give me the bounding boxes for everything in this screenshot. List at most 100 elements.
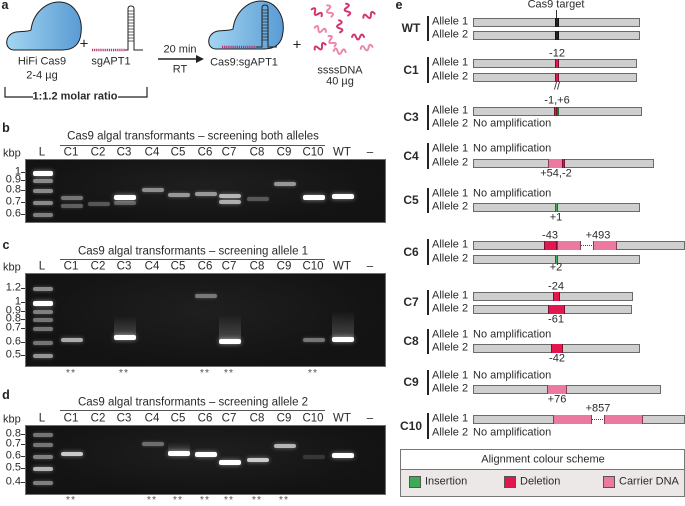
group-label-C1: C1 [403,63,419,77]
marker-label: 0.6 [5,335,21,348]
segment-deletion [562,158,565,168]
gel-band [303,338,325,343]
group-label-C9: C9 [403,375,419,389]
reaction-arrow-icon [158,55,204,63]
segment-target [555,17,559,27]
marker-label: 0.8 [5,427,21,440]
marker-tick [21,190,25,191]
panel-e-letter: e [395,0,403,12]
gel-band [33,433,53,437]
segment-target [555,30,559,40]
gel-band [33,467,53,471]
legend-header: Alignment colour scheme [401,450,684,470]
significance-stars: ** [278,493,290,506]
allele-bar [473,304,632,314]
gel-band [33,318,53,322]
lane-label-C2: C2 [90,146,106,159]
edit-annotation: -42 [549,352,565,365]
allele-label: Allele 2 [432,302,469,315]
gel-image [25,159,386,223]
marker-tick [21,355,25,356]
lane-label-C6: C6 [197,146,213,159]
gel-band [303,194,325,200]
allele-bar [473,202,640,212]
allele-bar [473,413,685,425]
edit-annotation: +54,-2 [540,167,572,180]
segment-insertion [557,106,559,116]
allele-label: Allele 1 [432,187,469,200]
gel-band [33,179,53,183]
lane-label-C3: C3 [116,260,132,273]
gel-band [33,341,53,345]
band-smear [219,315,241,342]
gel-band [332,336,354,342]
significance-stars: ** [307,366,319,379]
edit-annotation: -1,+6 [544,94,570,107]
segment-carrier [553,414,592,424]
lane-label-C1: C1 [63,146,79,159]
gel-band [33,170,53,176]
no-amplification-label: No amplification [473,142,552,155]
group-label-C6: C6 [403,245,419,259]
lane-label-C5: C5 [170,146,186,159]
legend-label: Insertion [425,475,468,488]
lane-label-C10: C10 [302,146,324,159]
significance-stars: ** [65,366,77,379]
gel-band [61,204,83,209]
lane-label-C9: C9 [276,146,292,159]
gel-band [274,444,296,449]
segment-insertion [555,254,558,264]
lane-label-C9: C9 [276,260,292,273]
edit-annotation: // [553,80,561,93]
lane-label-L: L [38,146,46,159]
gel-band [114,194,136,200]
group-label-C7: C7 [403,295,419,309]
lane-label-–: – [366,260,374,273]
marker-label: 0.8 [5,183,21,196]
gel-title-underline [60,410,325,411]
marker-tick [21,482,25,483]
group-label-C8: C8 [403,334,419,348]
cas9-amount: 2-4 µg [26,69,58,82]
group-bracket [427,143,429,169]
lane-label-L: L [38,412,46,425]
edit-annotation: +76 [547,393,567,406]
lane-label-C6: C6 [197,412,213,425]
gel-band [168,451,190,457]
gel-image [25,425,386,495]
marker-label: 0.7 [5,195,21,208]
edit-annotation: +1 [549,211,563,224]
gel-band [219,338,241,344]
allele-label: Allele 1 [432,289,469,302]
no-amplification-label: No amplification [473,187,552,200]
marker-label: 0.6 [5,207,21,220]
lane-label-C4: C4 [144,260,160,273]
significance-stars: ** [223,366,235,379]
group-bracket [427,329,429,354]
lane-label-C8: C8 [249,260,265,273]
allele-label: Allele 2 [432,117,469,130]
group-label-C4: C4 [403,149,419,163]
gel-band [195,293,217,298]
lane-label-C1: C1 [63,412,79,425]
allele-bar [473,30,640,40]
edit-annotation: +493 [585,229,611,242]
allele-label: Allele 1 [432,238,469,251]
lane-label-C2: C2 [90,412,106,425]
marker-tick [21,342,25,343]
gel-band [114,335,136,341]
segment-insertion [555,202,558,212]
gel-band [33,354,53,358]
lane-label-C4: C4 [144,146,160,159]
gel-band [195,191,217,196]
gel-band [33,287,53,291]
group-label-WT: WT [401,21,421,35]
group-bracket [427,290,429,315]
segment-carrier [547,384,567,394]
legend-swatch-insertion [409,476,421,488]
lane-label-WT: WT [333,146,351,159]
marker-label: 0.5 [5,348,21,361]
segment-carrier [604,414,643,424]
gel-band [195,451,217,457]
lane-label-C5: C5 [170,412,186,425]
